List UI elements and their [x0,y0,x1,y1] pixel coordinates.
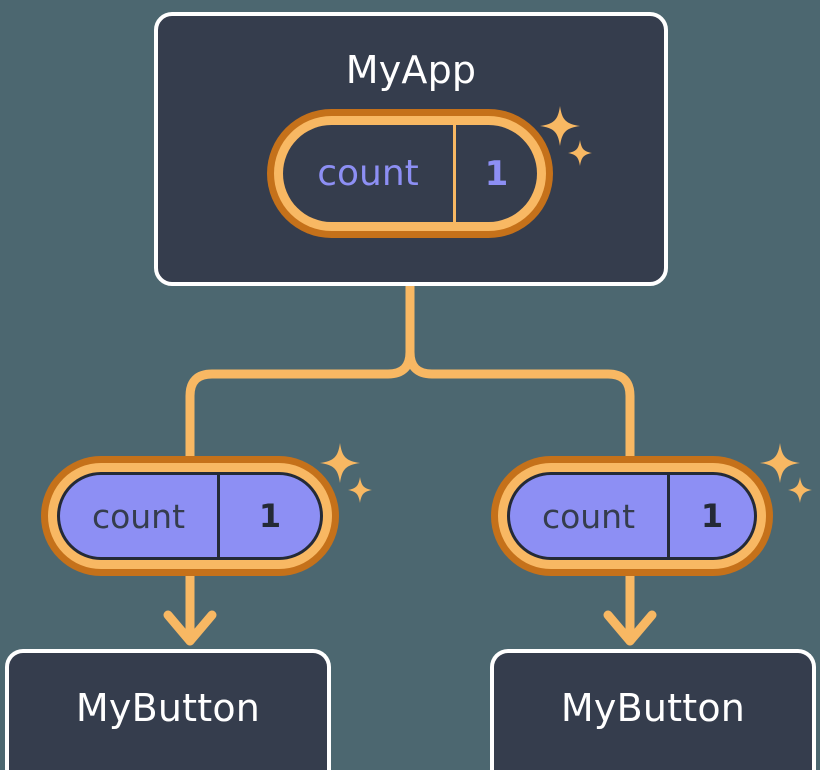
state-pill-body: count 1 [507,472,757,560]
state-value: 1 [217,475,320,557]
state-pill-body: count 1 [57,472,323,560]
branch-connector [185,281,415,463]
component-title: MyButton [75,685,261,730]
state-pill-child-right[interactable]: count 1 [491,456,773,576]
down-arrow-head-right [603,610,657,646]
component-title: MyApp [345,48,477,92]
state-pill-body: count 1 [283,125,537,222]
state-value: 1 [453,125,537,222]
state-pill-child-left[interactable]: count 1 [41,456,339,576]
state-pill-inner-ring: count 1 [48,463,332,569]
component-node-mybutton-left[interactable]: MyButton [5,649,331,770]
state-pill-myapp[interactable]: count 1 [267,109,553,238]
state-key: count [541,496,636,536]
down-arrow-head-left [163,610,217,646]
state-key: count [91,496,186,536]
state-value: 1 [667,475,754,557]
state-key: count [317,152,419,194]
component-node-mybutton-right[interactable]: MyButton [490,649,816,770]
component-title: MyButton [560,685,746,730]
branch-connector-right [405,347,635,463]
state-pill-inner-ring: count 1 [274,116,546,231]
state-pill-inner-ring: count 1 [498,463,766,569]
